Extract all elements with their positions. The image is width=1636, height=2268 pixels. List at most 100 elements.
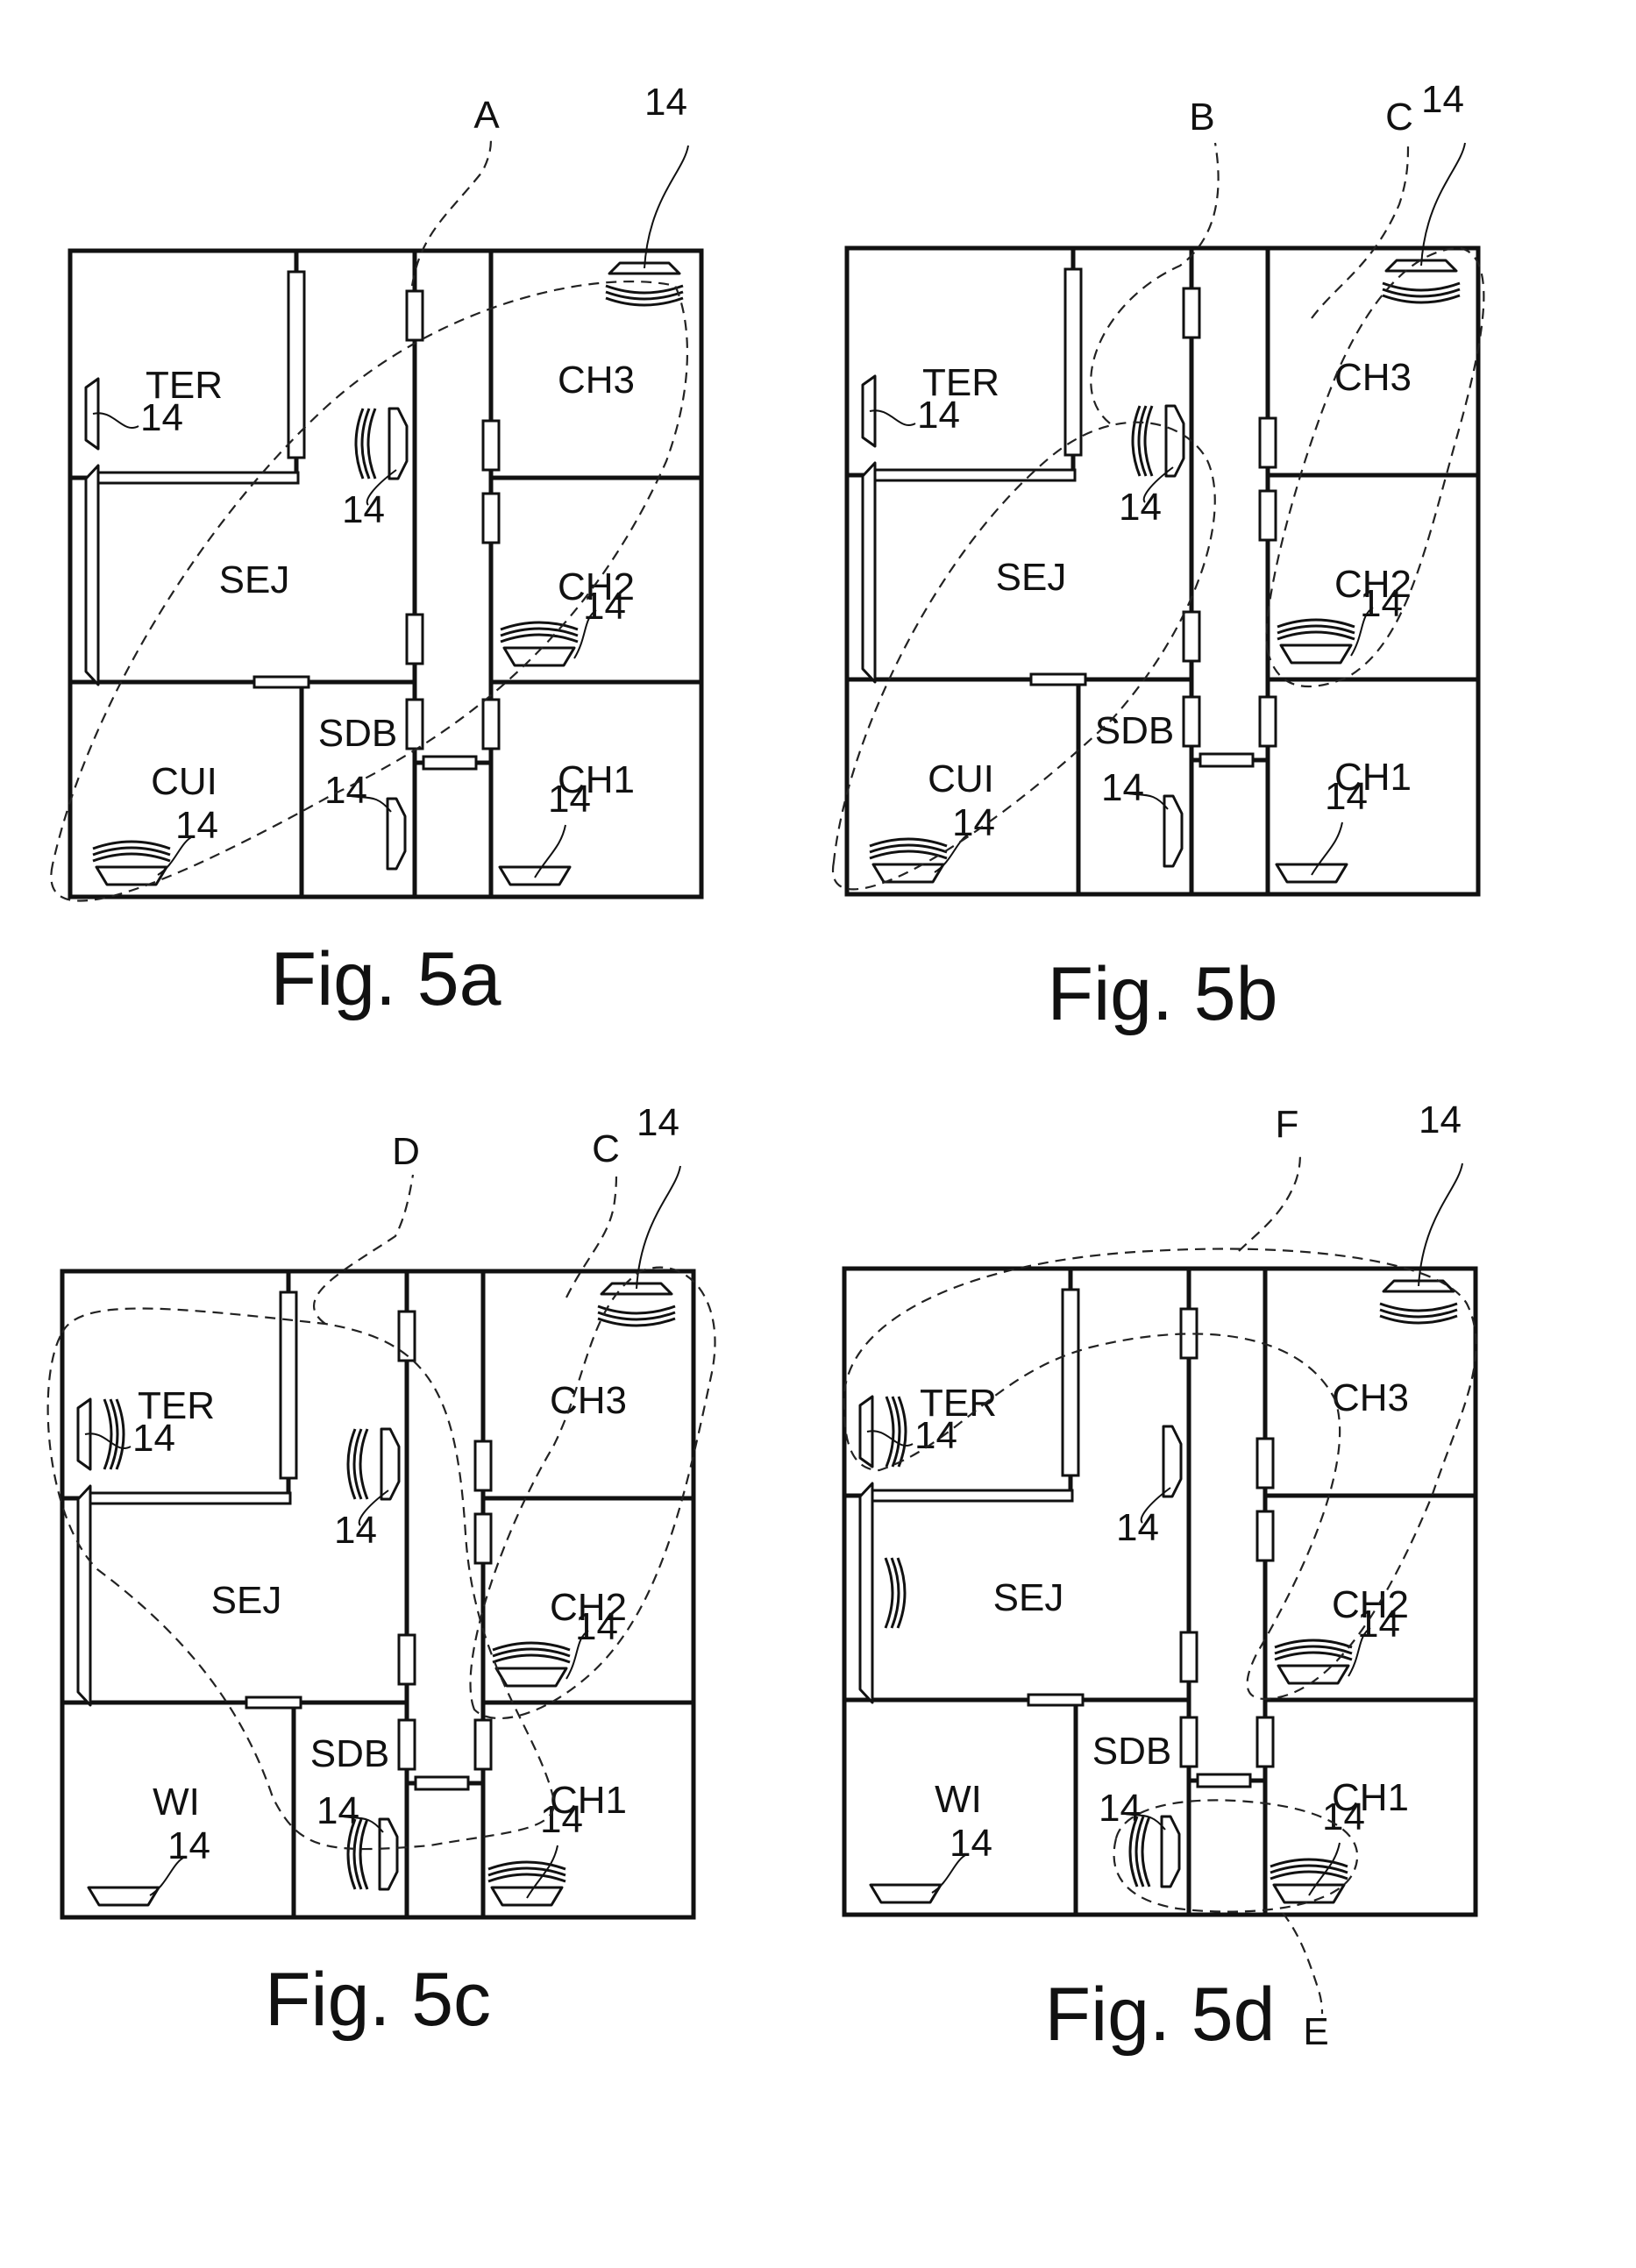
sound-wave xyxy=(500,627,579,637)
sensor-device-14: 14 xyxy=(324,769,407,871)
sensor-device-14: 14 xyxy=(500,585,626,667)
zone-label: C xyxy=(1385,96,1413,139)
sensor-icon xyxy=(84,377,100,451)
room-label-sdb: SDB xyxy=(1092,1730,1171,1773)
sound-wave xyxy=(1277,630,1355,641)
sound-wave xyxy=(605,296,684,307)
room-label-ch3: CH3 xyxy=(1334,356,1412,399)
zone-label: D xyxy=(392,1130,420,1173)
sound-wave xyxy=(896,1557,907,1629)
leader-line xyxy=(1142,466,1174,503)
zone-label: F xyxy=(1276,1103,1299,1146)
door-ch3-corridor xyxy=(1255,1437,1275,1489)
sensor-device-14: 14 xyxy=(1379,1098,1463,1325)
sound-wave xyxy=(487,1866,566,1877)
sensor-icon xyxy=(380,1427,401,1501)
sound-wave xyxy=(597,1311,676,1321)
leader-line xyxy=(934,833,971,873)
zone-contour-C: C xyxy=(469,1127,716,1720)
leader-line xyxy=(636,1165,681,1290)
sound-wave xyxy=(1379,1314,1458,1325)
zone-leader xyxy=(1311,142,1410,319)
sound-wave xyxy=(597,1305,676,1315)
sensor-device-14: 14 xyxy=(84,377,183,451)
sensor-device-14 xyxy=(861,461,877,684)
sound-wave xyxy=(359,1818,369,1890)
zone-leader xyxy=(410,136,493,287)
outer-wall xyxy=(844,245,1481,897)
figure-caption: Fig. 5d xyxy=(1045,1973,1276,2057)
sensor-device-14: 14 xyxy=(492,1605,618,1688)
sound-wave xyxy=(1131,405,1142,477)
sensor-icon xyxy=(1272,1883,1346,1904)
sensor-icon xyxy=(1163,794,1184,868)
sound-wave xyxy=(492,1647,571,1658)
sound-wave xyxy=(92,846,171,857)
sound-wave xyxy=(605,284,684,295)
door-ch1-corridor xyxy=(473,1718,493,1771)
reference-number-14: 14 xyxy=(540,1798,583,1841)
leader-line xyxy=(149,1856,186,1896)
door-sej-cui xyxy=(253,675,310,689)
reference-number-14: 14 xyxy=(1119,486,1162,529)
sensor-device-14: 14 xyxy=(869,801,995,884)
reference-number-14: 14 xyxy=(1322,1795,1365,1838)
sound-wave xyxy=(487,1860,566,1871)
leader-line xyxy=(1418,1162,1463,1287)
door-ch3-corridor xyxy=(473,1440,493,1492)
sensor-device-14: 14 xyxy=(605,81,689,307)
room-label-sej: SEJ xyxy=(211,1579,282,1622)
door-sej-corridor-bottom xyxy=(1179,1631,1199,1683)
zone-boundary xyxy=(1265,246,1485,688)
room-label-ch2: CH2 xyxy=(1334,563,1412,606)
room-label-bottom-left: WI xyxy=(153,1781,200,1824)
sensor-device-14 xyxy=(858,1482,907,1704)
door-corridor-end xyxy=(1196,1773,1252,1788)
leader-line xyxy=(92,412,139,429)
room-label-ch1: CH1 xyxy=(558,758,635,801)
reference-number-14: 14 xyxy=(334,1509,377,1552)
sensor-icon xyxy=(861,461,877,684)
door-sej-cui xyxy=(1029,672,1087,686)
room-label-sej: SEJ xyxy=(219,558,290,601)
reference-number-14: 14 xyxy=(914,1414,957,1457)
room-label-sej: SEJ xyxy=(993,1576,1064,1619)
door-sdb-corridor xyxy=(1182,695,1201,748)
sound-wave xyxy=(1379,1308,1458,1319)
zone-leader xyxy=(1282,1912,1324,2015)
zone-boundary xyxy=(469,1266,716,1720)
sound-wave xyxy=(487,1873,566,1883)
leader-line xyxy=(84,1433,132,1449)
sound-wave xyxy=(1277,618,1355,629)
zone-boundary xyxy=(46,1307,556,1851)
zone-leader xyxy=(1238,1149,1302,1252)
sound-wave xyxy=(1274,1651,1353,1661)
sensor-icon xyxy=(871,863,945,884)
door-ter-vertical xyxy=(1061,1288,1080,1477)
sound-wave xyxy=(360,408,371,480)
door-ter-vertical xyxy=(1063,267,1083,457)
sensor-device-14: 14 xyxy=(1275,775,1368,884)
leader-line xyxy=(342,1816,384,1833)
sensor-device-14 xyxy=(84,464,100,686)
reference-number-14: 14 xyxy=(1325,775,1368,818)
room-label-bottom-left: CUI xyxy=(928,757,994,800)
door-sej-corridor-top xyxy=(405,289,424,342)
sensor-icon xyxy=(502,646,576,667)
sensor-device-14: 14 xyxy=(92,804,218,886)
zone-label: B xyxy=(1189,96,1214,139)
sensor-icon xyxy=(378,1817,399,1891)
sensor-device-14: 14 xyxy=(858,1395,957,1468)
door-ter-bottom xyxy=(870,468,1077,482)
sound-wave xyxy=(1382,281,1461,292)
reference-number-14: 14 xyxy=(167,1824,210,1867)
outer-wall xyxy=(68,248,704,899)
room-label-sdb: SDB xyxy=(318,712,397,755)
sensor-device-14: 14 xyxy=(1116,1425,1183,1549)
sensor-device-14: 14 xyxy=(76,1397,175,1471)
reference-number-14: 14 xyxy=(324,769,367,812)
sensor-device-14: 14 xyxy=(87,1824,210,1907)
room-label-ch2: CH2 xyxy=(550,1586,627,1629)
sound-wave xyxy=(1270,1858,1348,1868)
